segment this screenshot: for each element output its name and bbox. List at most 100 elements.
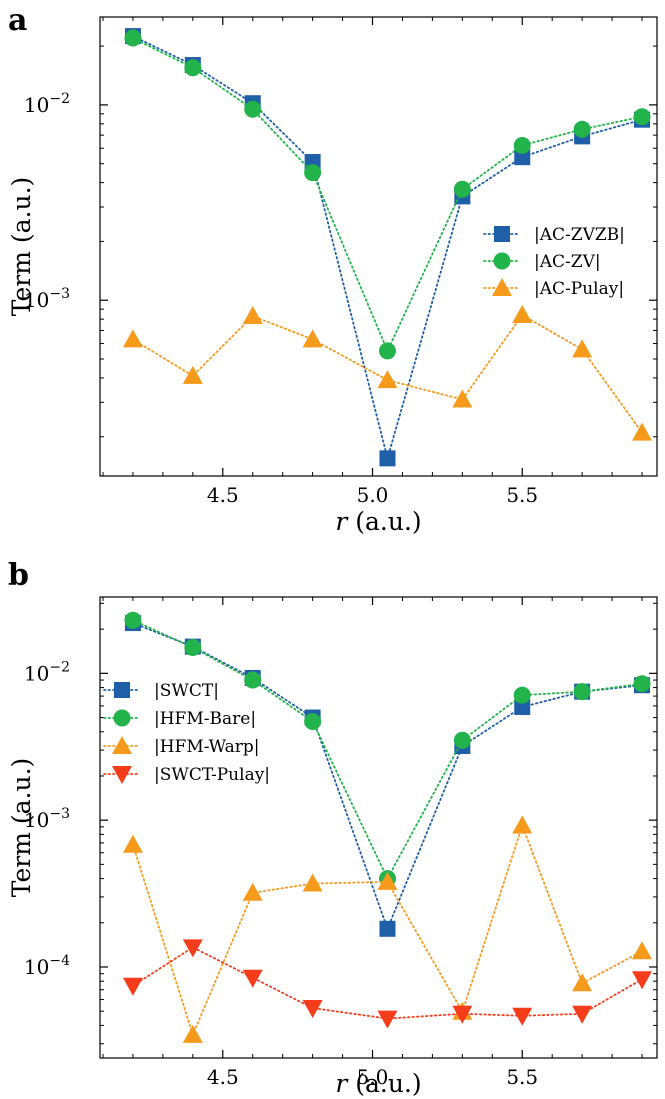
data-point	[572, 973, 593, 992]
data-point	[182, 365, 203, 384]
data-point	[377, 871, 398, 890]
x-axis-unit: (a.u.)	[347, 507, 421, 536]
data-point	[379, 450, 396, 467]
legend-marker	[494, 226, 510, 242]
data-point	[514, 149, 531, 166]
x-axis-label: r (a.u.)	[335, 1069, 421, 1098]
legend-marker	[112, 736, 132, 754]
series-line-2	[132, 822, 643, 1038]
data-point	[244, 100, 262, 118]
y-tick-exponent: −3	[49, 806, 70, 822]
y-axis-label: Term (a.u.)	[7, 177, 36, 317]
data-point	[632, 422, 653, 441]
legend-entry: |AC-ZV|	[534, 252, 601, 272]
data-point	[378, 342, 396, 360]
data-point	[632, 941, 653, 960]
data-point	[122, 329, 143, 348]
data-point	[572, 1005, 593, 1024]
series-layer	[122, 28, 653, 467]
y-tick-base: 10	[24, 955, 49, 979]
legend-marker	[113, 709, 131, 727]
panel-label: b	[8, 558, 29, 593]
data-point	[573, 683, 591, 701]
panel-label: a	[8, 3, 27, 38]
data-point	[242, 882, 263, 901]
data-point	[512, 305, 533, 324]
data-point	[632, 971, 653, 990]
y-tick-label: 10−3	[24, 286, 70, 312]
data-point	[452, 389, 473, 408]
data-point	[122, 834, 143, 853]
data-point	[377, 370, 398, 389]
series-line-1	[132, 619, 643, 881]
data-point	[453, 180, 471, 198]
data-point	[122, 977, 143, 996]
data-point	[304, 712, 322, 730]
data-point	[514, 698, 531, 715]
plot-frame	[99, 596, 658, 1059]
x-axis-variable: r	[335, 1069, 349, 1098]
data-point	[302, 873, 323, 892]
x-axis-label: r (a.u.)	[335, 507, 421, 536]
data-point	[184, 59, 202, 77]
x-tick-label: 5.5	[506, 1065, 538, 1089]
x-tick-label: 5.0	[357, 1065, 389, 1089]
x-tick-label: 5.5	[506, 483, 538, 507]
data-point	[513, 686, 531, 704]
legend: |SWCT| |HFM-Bare| |HFM-Warp| |SWCT-Pulay|	[103, 681, 270, 785]
data-point	[513, 136, 531, 154]
series-line-1	[132, 37, 643, 354]
data-point	[304, 164, 322, 182]
data-point	[242, 306, 263, 325]
y-tick-base: 10	[24, 93, 49, 117]
legend-marker	[114, 682, 130, 698]
y-tick-label: 10−2	[24, 91, 70, 117]
data-point	[377, 1010, 398, 1029]
legend-entry: |SWCT-Pulay|	[154, 765, 270, 785]
y-tick-exponent: −3	[49, 286, 70, 302]
data-point	[572, 339, 593, 358]
y-tick-exponent: −2	[49, 91, 70, 107]
data-point	[302, 1000, 323, 1019]
x-tick-label: 4.5	[207, 1065, 239, 1089]
x-tick-label: 4.5	[207, 483, 239, 507]
data-point	[244, 671, 262, 689]
y-tick-label: 10−4	[24, 953, 70, 979]
data-point	[184, 638, 202, 656]
x-tick-label: 5.0	[357, 483, 389, 507]
plot-frame	[99, 16, 658, 477]
legend-marker	[492, 278, 512, 296]
y-axis-label: Term (a.u.)	[7, 758, 36, 898]
data-point	[453, 731, 471, 749]
y-tick-base: 10	[24, 661, 49, 685]
data-point	[182, 939, 203, 958]
data-point	[302, 329, 323, 348]
data-point	[633, 675, 651, 693]
data-point	[182, 1024, 203, 1043]
data-point	[452, 1005, 473, 1024]
legend: |AC-ZVZB| |AC-ZV| |AC-Pulay|	[483, 225, 625, 299]
legend-entry: |HFM-Bare|	[154, 709, 256, 729]
legend-entry: |SWCT|	[154, 681, 219, 701]
data-point	[633, 108, 651, 126]
series-layer	[122, 611, 653, 1043]
y-tick-base: 10	[24, 808, 49, 832]
legend-entry: |HFM-Warp|	[154, 737, 259, 757]
legend-entry: |AC-Pulay|	[534, 279, 624, 299]
data-point	[573, 120, 591, 138]
y-tick-base: 10	[24, 288, 49, 312]
x-axis-variable: r	[335, 507, 349, 536]
series-line-0	[132, 35, 643, 462]
data-point	[512, 815, 533, 834]
legend-entry: |AC-ZVZB|	[534, 225, 625, 245]
y-tick-exponent: −2	[49, 659, 70, 675]
legend-marker	[112, 766, 132, 784]
y-tick-label: 10−2	[24, 659, 70, 685]
y-tick-label: 10−3	[24, 806, 70, 832]
data-point	[124, 611, 142, 629]
data-point	[124, 29, 142, 47]
series-line-2	[132, 313, 643, 434]
data-point	[379, 920, 396, 937]
